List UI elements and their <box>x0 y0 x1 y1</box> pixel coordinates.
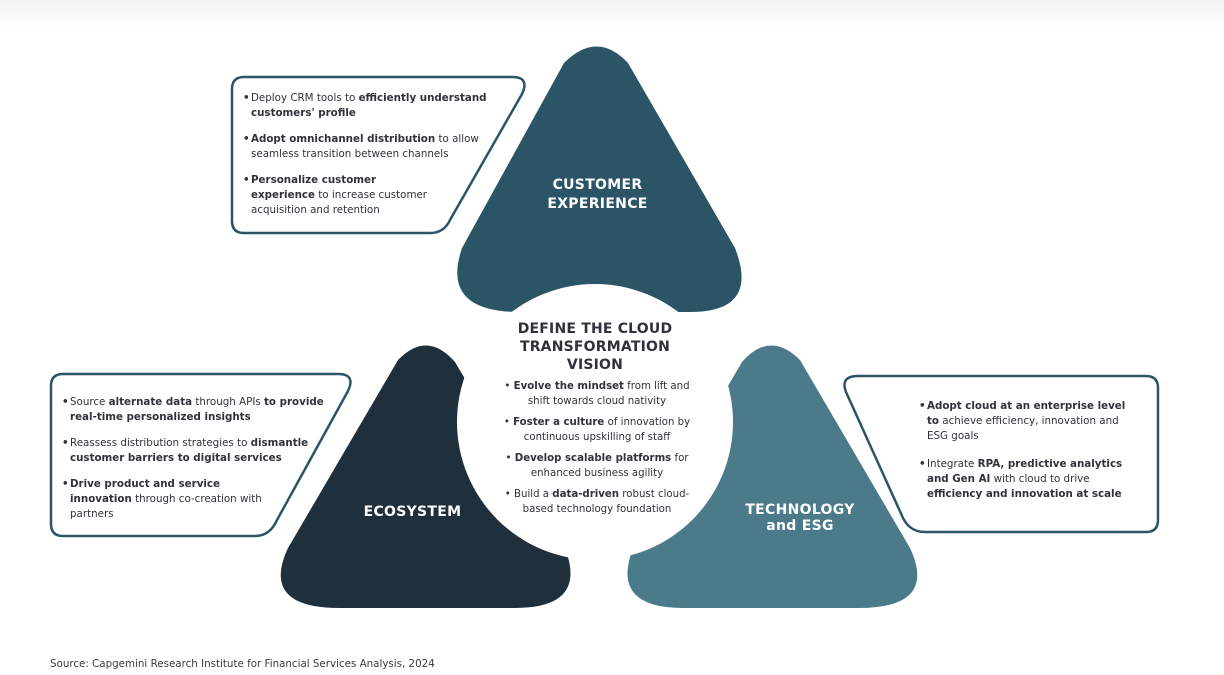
ecosystem-box: Source alternate data through APIs to pr… <box>62 395 332 522</box>
technology-triangle <box>627 345 918 608</box>
center-item: • Develop scalable platforms for enhance… <box>505 453 689 479</box>
customer-bullet: Personalize customer experience to incre… <box>243 173 441 218</box>
center-circle <box>457 284 733 560</box>
center-title: DEFINE THE CLOUD TRANSFORMATION VISION <box>517 321 673 373</box>
customer-experience-label: CUSTOMER EXPERIENCE <box>547 177 648 212</box>
customer-bullet: Adopt omnichannel distribution to allow … <box>243 132 493 162</box>
ecosystem-bullet: Source alternate data through APIs to pr… <box>62 395 332 425</box>
source-note: Source: Capgemini Research Institute for… <box>50 658 435 670</box>
technology-box: Adopt cloud at an enterprise level to ac… <box>919 399 1139 502</box>
technology-label: TECHNOLOGY and ESG <box>745 502 855 534</box>
customer-experience-box: Deploy CRM tools to efficiently understa… <box>243 91 493 218</box>
technology-bullet: Adopt cloud at an enterprise level to ac… <box>919 399 1139 444</box>
ecosystem-label: ECOSYSTEM <box>363 504 462 520</box>
customer-experience-triangle <box>457 46 742 312</box>
ecosystem-bullet: Drive product and service innovation thr… <box>62 477 280 522</box>
top-shadow <box>0 0 1224 30</box>
customer-bullet: Deploy CRM tools to efficiently understa… <box>243 91 493 121</box>
ecosystem-bullet: Reassess distribution strategies to dism… <box>62 436 332 466</box>
ecosystem-triangle <box>280 345 571 608</box>
center-list: • Evolve the mindset from lift and shift… <box>502 379 692 523</box>
technology-bullet: Integrate RPA, predictive analytics and … <box>919 457 1139 502</box>
center-item: • Foster a culture of innovation by cont… <box>503 417 691 443</box>
center-item: • Evolve the mindset from lift and shift… <box>504 381 690 407</box>
center-item: • Build a data-driven robust cloud-based… <box>504 489 690 515</box>
